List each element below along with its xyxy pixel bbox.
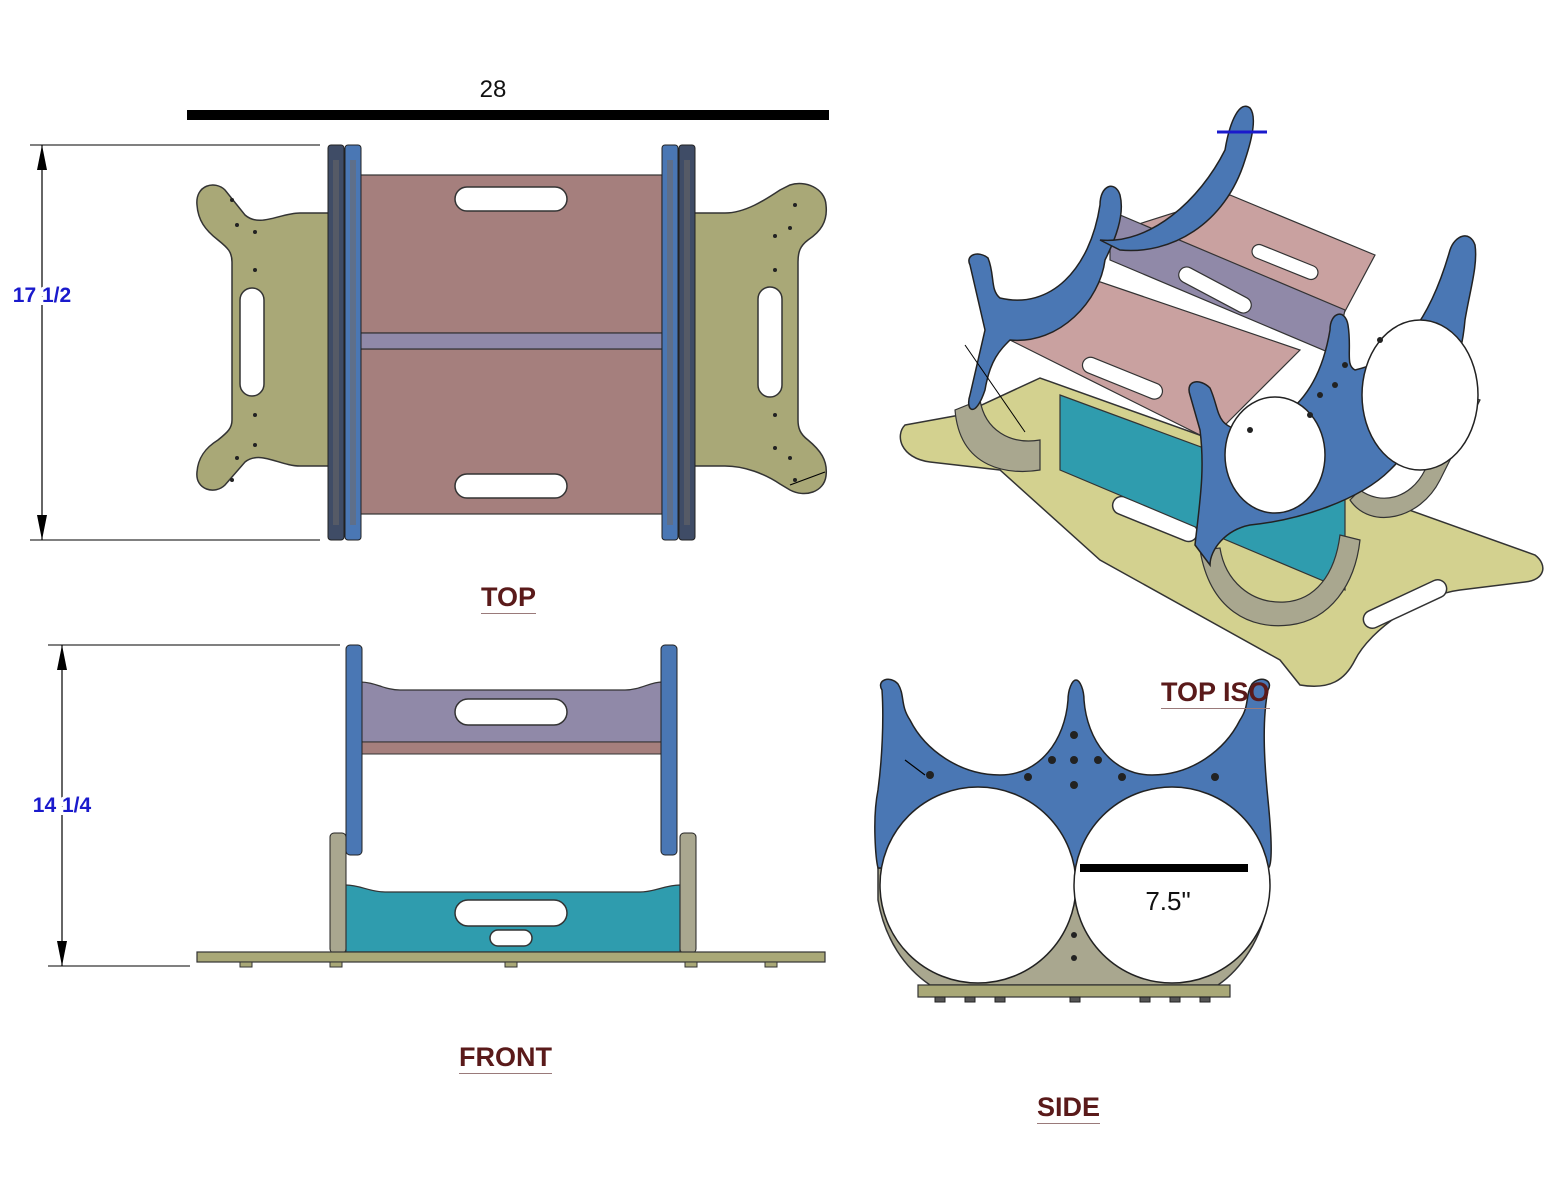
seat-slot-lower xyxy=(454,473,568,499)
view-label-side: SIDE xyxy=(1037,1092,1101,1124)
handle-slot-right xyxy=(757,286,783,398)
side-base-plate xyxy=(917,984,1231,998)
length-dimension-bar xyxy=(187,110,829,120)
view-label-top-iso: TOP ISO xyxy=(1161,677,1270,709)
length-dimension-text: 28 xyxy=(480,76,507,103)
front-slot-upper xyxy=(454,698,568,726)
circle-gap-text: 7.5" xyxy=(1145,886,1190,916)
seat-slot-upper xyxy=(454,186,568,212)
width-dimension-text: 17 1/2 xyxy=(13,284,71,307)
side-circle-left xyxy=(879,786,1077,984)
height-dimension-text: 14 1/4 xyxy=(33,794,92,817)
side-view: 7.5" xyxy=(874,678,1272,1003)
front-view: 14 1/4 xyxy=(30,644,826,968)
front-slot-lower xyxy=(454,899,568,927)
iso-blue-frame-back xyxy=(968,185,1123,411)
top-view: 28 17 1/2 xyxy=(10,76,829,541)
front-base-plate xyxy=(196,951,826,963)
top-iso-view xyxy=(899,105,1544,687)
circle-gap-bar xyxy=(1080,864,1248,872)
side-circle-right xyxy=(1073,786,1271,984)
view-label-top: TOP xyxy=(481,582,537,614)
view-label-front: FRONT xyxy=(459,1042,552,1074)
handle-slot-left xyxy=(239,287,265,397)
top-divider-panel xyxy=(359,332,663,350)
